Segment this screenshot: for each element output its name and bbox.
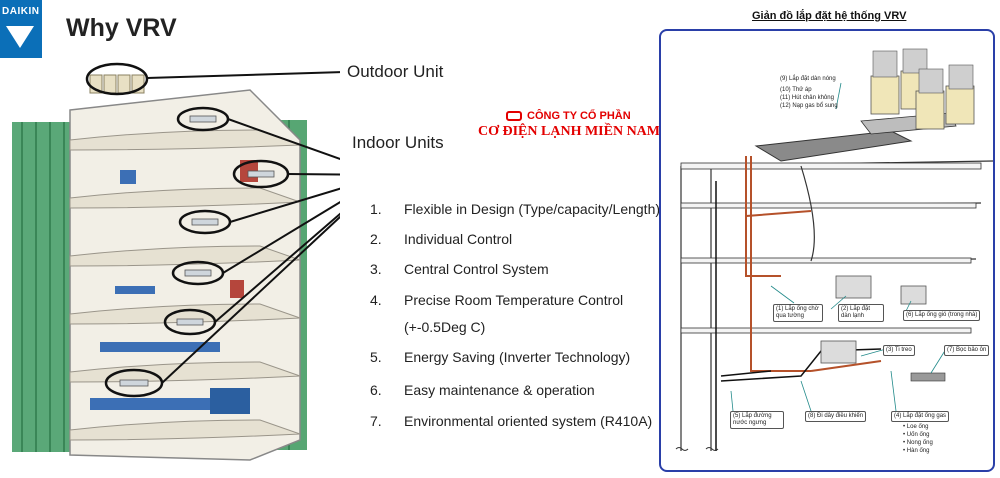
feature-text: (+-0.5Deg C) bbox=[404, 319, 486, 335]
slide-title: Why VRV bbox=[66, 14, 177, 42]
diagram-frame bbox=[659, 29, 995, 472]
caption-indoor-install: (2) Lắp đặt dàn lạnh bbox=[838, 304, 884, 322]
caption-hanger-rod: (3) Ti treo bbox=[883, 345, 915, 356]
building-illustration bbox=[12, 62, 340, 461]
diagram-title: Giản đồ lắp đặt hệ thống VRV bbox=[752, 10, 907, 22]
feature-text: Precise Room Temperature Control bbox=[404, 292, 624, 308]
outdoor-unit-label: Outdoor Unit bbox=[347, 62, 444, 81]
caption-insulation: (7) Bọc bảo ôn bbox=[944, 345, 990, 356]
logo-text: DAIKIN bbox=[2, 6, 40, 17]
caption-vacuum: (11) Hút chân không bbox=[780, 95, 834, 101]
company-logo-icon bbox=[506, 111, 522, 121]
pipe-step: • Uốn ống bbox=[903, 432, 930, 438]
caption-drain-line: (5) Lắp đường nước ngưng bbox=[730, 411, 784, 429]
company-name-line2: CƠ ĐIỆN LẠNH MIỀN NAM bbox=[478, 124, 660, 139]
caption-gas-pipe: (4) Lắp đặt ống gas bbox=[891, 411, 950, 422]
feature-text: Individual Control bbox=[404, 231, 513, 247]
feature-number: 4. bbox=[370, 292, 382, 308]
indoor-units-label: Indoor Units bbox=[352, 133, 444, 152]
feature-text: Environmental oriented system (R410A) bbox=[404, 413, 653, 429]
caption-gas-charge: (12) Nạp gas bổ sung bbox=[780, 103, 838, 109]
feature-text: Central Control System bbox=[404, 261, 549, 277]
feature-text: Energy Saving (Inverter Technology) bbox=[404, 349, 631, 365]
feature-number: 3. bbox=[370, 261, 382, 277]
feature-text: Flexible in Design (Type/capacity/Length… bbox=[404, 201, 661, 217]
caption-outdoor-install: (9) Lắp đặt dàn nóng bbox=[780, 76, 836, 82]
feature-number: 2. bbox=[370, 231, 382, 247]
pipe-step: • Nong ống bbox=[903, 440, 933, 446]
feature-number: 5. bbox=[370, 349, 382, 365]
feature-number: 1. bbox=[370, 201, 382, 217]
caption-duct: (6) Lắp ống gió (trong nhà) bbox=[903, 310, 981, 321]
caption-wall-sleeve: (1) Lắp ống chờ qua tường bbox=[773, 304, 823, 322]
feature-text: Easy maintenance & operation bbox=[404, 382, 595, 398]
caption-pressure-test: (10) Thử áp bbox=[780, 87, 812, 93]
caption-control-wiring: (8) Đi dây điều khiển bbox=[805, 411, 867, 422]
company-name-line1: CÔNG TY CỔ PHẦN bbox=[527, 110, 631, 122]
vrv-install-diagram bbox=[675, 48, 993, 451]
pipe-step: • Loe ống bbox=[903, 424, 929, 430]
logo-triangle-icon bbox=[6, 26, 34, 48]
pipe-step: • Hàn ống bbox=[903, 448, 930, 454]
feature-number: 7. bbox=[370, 413, 382, 429]
feature-number: 6. bbox=[370, 382, 382, 398]
